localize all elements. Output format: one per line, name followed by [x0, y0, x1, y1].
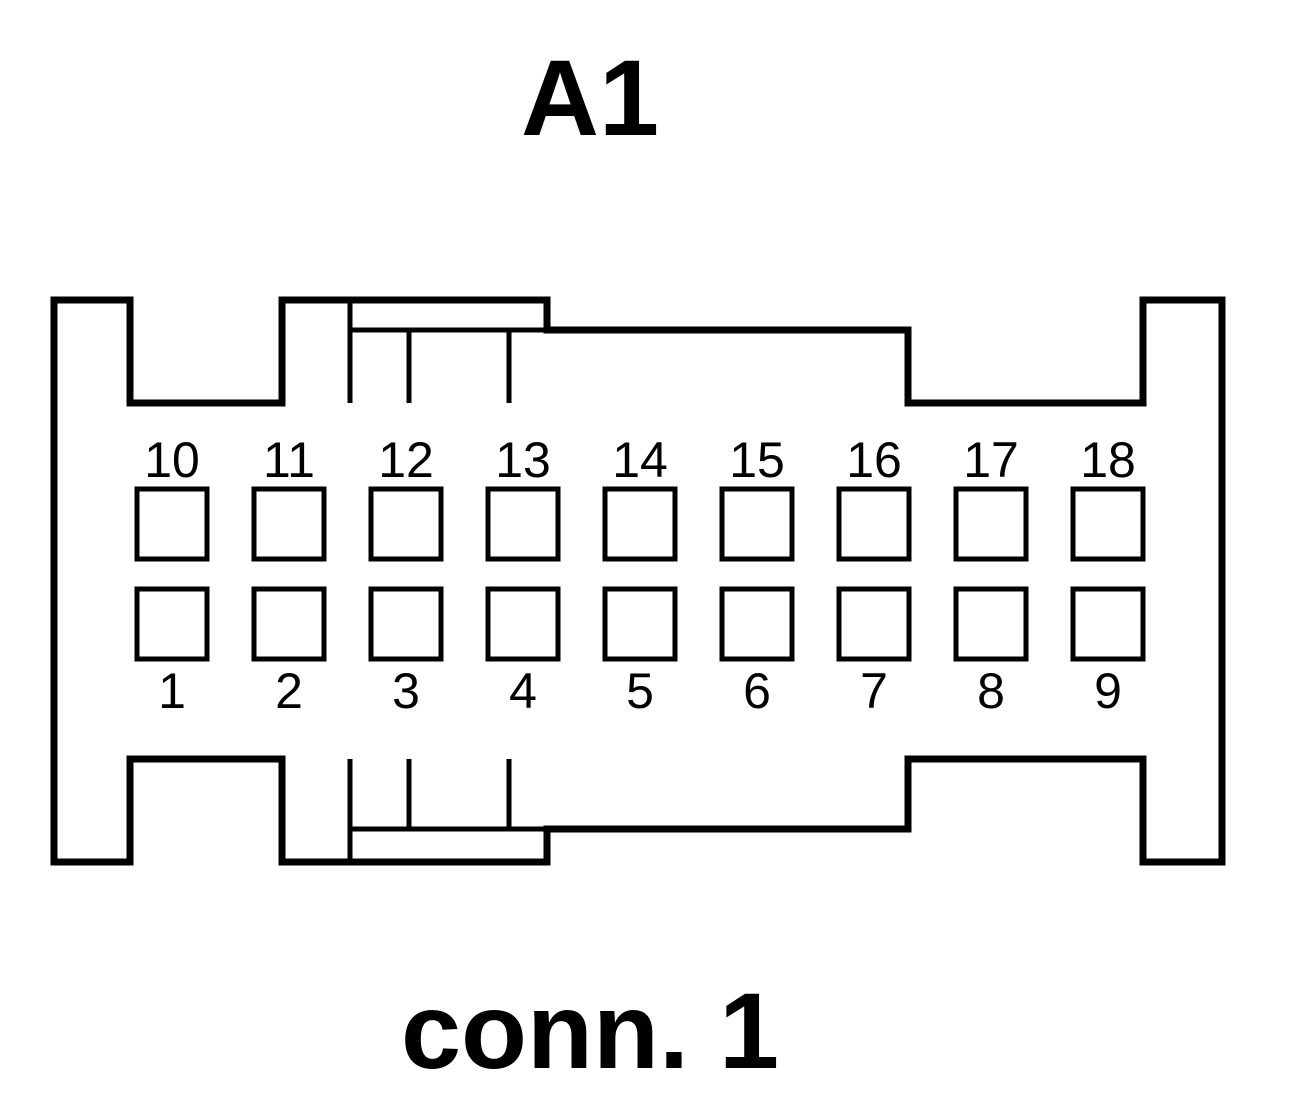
pin-cavity-17	[953, 486, 1029, 562]
connector-name: A1	[521, 37, 659, 158]
pin-label-9: 9	[1094, 663, 1122, 719]
pin-label-17: 17	[963, 432, 1019, 488]
pin-label-7: 7	[860, 663, 888, 719]
pin-label-14: 14	[612, 432, 668, 488]
connector-body	[50, 296, 1226, 866]
pin-label-13: 13	[495, 432, 551, 488]
pin-label-15: 15	[729, 432, 785, 488]
pin-cavity-13	[485, 486, 561, 562]
pin-cavity-14	[602, 486, 678, 562]
pin-label-1: 1	[158, 663, 186, 719]
pin-cavity-8	[953, 586, 1029, 662]
pin-cavity-3	[368, 586, 444, 662]
pin-cavity-9	[1070, 586, 1146, 662]
pin-label-11: 11	[263, 432, 315, 488]
pin-label-2: 2	[275, 663, 303, 719]
pin-cavity-10	[134, 486, 210, 562]
connector-caption: conn. 1	[401, 970, 779, 1091]
pin-label-16: 16	[846, 432, 902, 488]
pin-cavity-18	[1070, 486, 1146, 562]
pin-label-10: 10	[144, 432, 200, 488]
pin-cavity-5	[602, 586, 678, 662]
pin-cavity-4	[485, 586, 561, 662]
pin-label-12: 12	[378, 432, 434, 488]
pin-cavity-11	[251, 486, 327, 562]
pin-cavity-16	[836, 486, 912, 562]
pin-label-5: 5	[626, 663, 654, 719]
bottom-latch	[347, 759, 547, 862]
pin-label-4: 4	[509, 663, 537, 719]
pin-cavity-12	[368, 486, 444, 562]
pin-cavity-7	[836, 586, 912, 662]
top-latch	[347, 300, 547, 403]
pin-cavity-2	[251, 586, 327, 662]
pin-label-3: 3	[392, 663, 420, 719]
pin-cavity-15	[719, 486, 795, 562]
pin-cavity-1	[134, 586, 210, 662]
pin-label-8: 8	[977, 663, 1005, 719]
pin-label-18: 18	[1080, 432, 1136, 488]
pin-label-6: 6	[743, 663, 771, 719]
pin-cavity-6	[719, 586, 795, 662]
